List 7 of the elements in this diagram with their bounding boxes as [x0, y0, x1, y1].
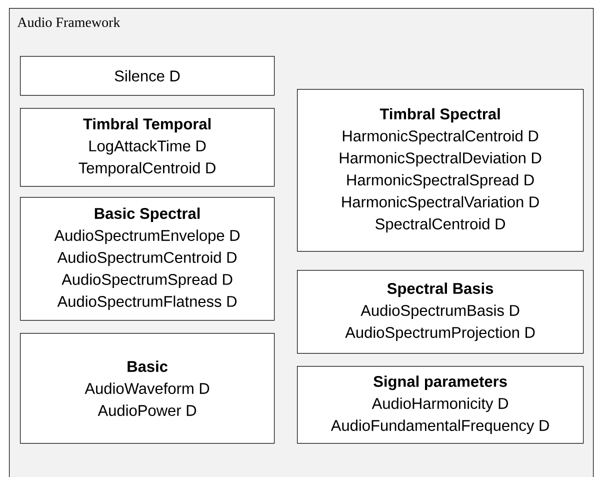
descriptor-box: Timbral Spectral HarmonicSpectralCentroid D HarmonicSpectralDeviation D HarmonicSpectralSpread D HarmonicSpectralVariation D SpectralCentroid D [297, 89, 584, 252]
descriptor-box: Basic AudioWaveform D AudioPower D [20, 333, 275, 444]
descriptor-box: Spectral Basis AudioSpectrumBasis D AudioSpectrumProjection D [297, 270, 584, 354]
descriptor-box: Basic Spectral AudioSpectrumEnvelope D AudioSpectrumCentroid D AudioSpectrumSpread D AudioSpectrumFlatness D [20, 197, 275, 321]
descriptor-box: Signal parameters AudioHarmonicity D AudioFundamentalFrequency D [297, 366, 584, 444]
descriptor-box: Timbral Temporal LogAttackTime D TemporalCentroid D [20, 108, 275, 187]
descriptor-box: Silence D [20, 56, 275, 96]
